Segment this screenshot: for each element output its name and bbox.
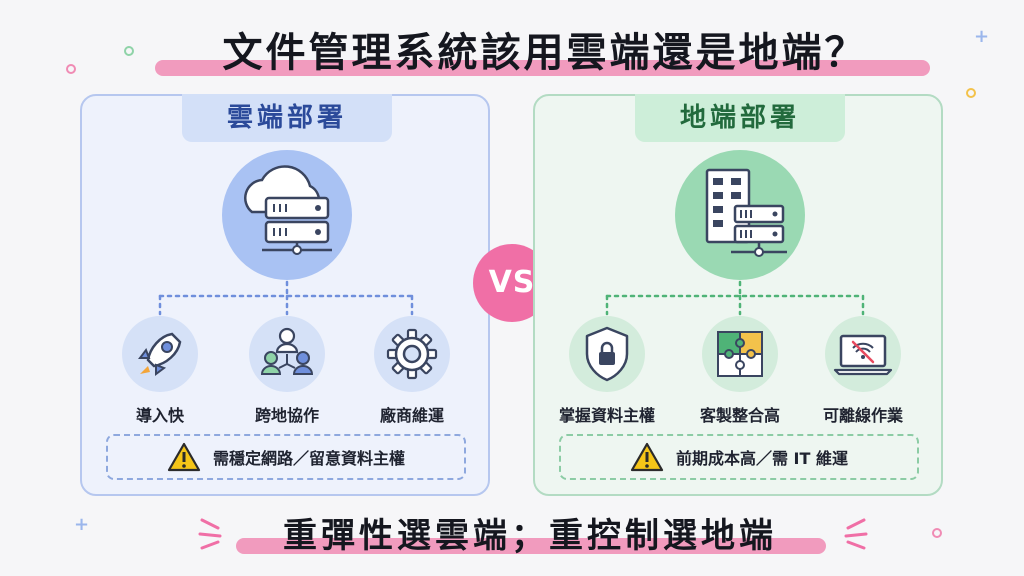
decor-plus-icon: + <box>974 26 990 47</box>
cloud-server-icon <box>222 150 352 280</box>
feature-label: 客製整合高 <box>699 406 780 425</box>
cloud-warning-text: 需穩定網路／留意資料主權 <box>212 449 405 468</box>
title-block: 文件管理系統該用雲端還是地端？ <box>155 20 935 80</box>
decor-sparkle-left-icon <box>198 518 222 550</box>
page-title: 文件管理系統該用雲端還是地端？ <box>222 30 868 76</box>
decor-ring <box>124 46 134 56</box>
offline-laptop-icon <box>825 316 901 392</box>
footer-conclusion: 重彈性選雲端；重控制選地端 <box>283 516 777 556</box>
building-server-icon <box>675 150 805 280</box>
local-warning-text: 前期成本高／需 IT 維運 <box>675 449 848 468</box>
footer-block: 重彈性選雲端；重控制選地端 <box>230 508 830 566</box>
decor-sparkle-right-icon <box>844 518 868 550</box>
decor-ring <box>66 64 76 74</box>
local-panel: 地端部署 <box>533 94 943 496</box>
cloud-panel: 雲端部署 <box>80 94 490 496</box>
puzzle-icon <box>702 316 778 392</box>
local-feature: 可離線作業 <box>803 316 923 426</box>
team-collaboration-icon <box>249 316 325 392</box>
lock-shield-icon <box>569 316 645 392</box>
feature-label: 廠商維運 <box>379 406 444 425</box>
local-connector-lines <box>605 280 865 316</box>
local-feature: 掌握資料主權 <box>547 316 667 426</box>
cloud-feature: 跨地協作 <box>227 316 347 426</box>
cloud-feature: 廠商維運 <box>352 316 472 426</box>
decor-ring <box>932 528 942 538</box>
rocket-icon <box>122 316 198 392</box>
warning-icon <box>167 442 201 472</box>
warning-icon <box>630 442 664 472</box>
cloud-panel-header: 雲端部署 <box>182 94 392 142</box>
decor-ring <box>966 88 976 98</box>
cloud-connector-lines <box>158 280 414 316</box>
feature-label: 跨地協作 <box>254 406 319 425</box>
gear-icon <box>374 316 450 392</box>
feature-label: 掌握資料主權 <box>558 406 655 425</box>
cloud-warning-box: 需穩定網路／留意資料主權 <box>106 434 466 480</box>
decor-plus-icon: + <box>74 514 90 535</box>
local-panel-header: 地端部署 <box>635 94 845 142</box>
local-warning-box: 前期成本高／需 IT 維運 <box>559 434 919 480</box>
footer-highlight <box>236 538 826 554</box>
cloud-feature: 導入快 <box>100 316 220 426</box>
local-feature: 客製整合高 <box>680 316 800 426</box>
feature-label: 導入快 <box>135 406 184 425</box>
title-highlight <box>155 60 930 76</box>
feature-label: 可離線作業 <box>822 406 903 425</box>
